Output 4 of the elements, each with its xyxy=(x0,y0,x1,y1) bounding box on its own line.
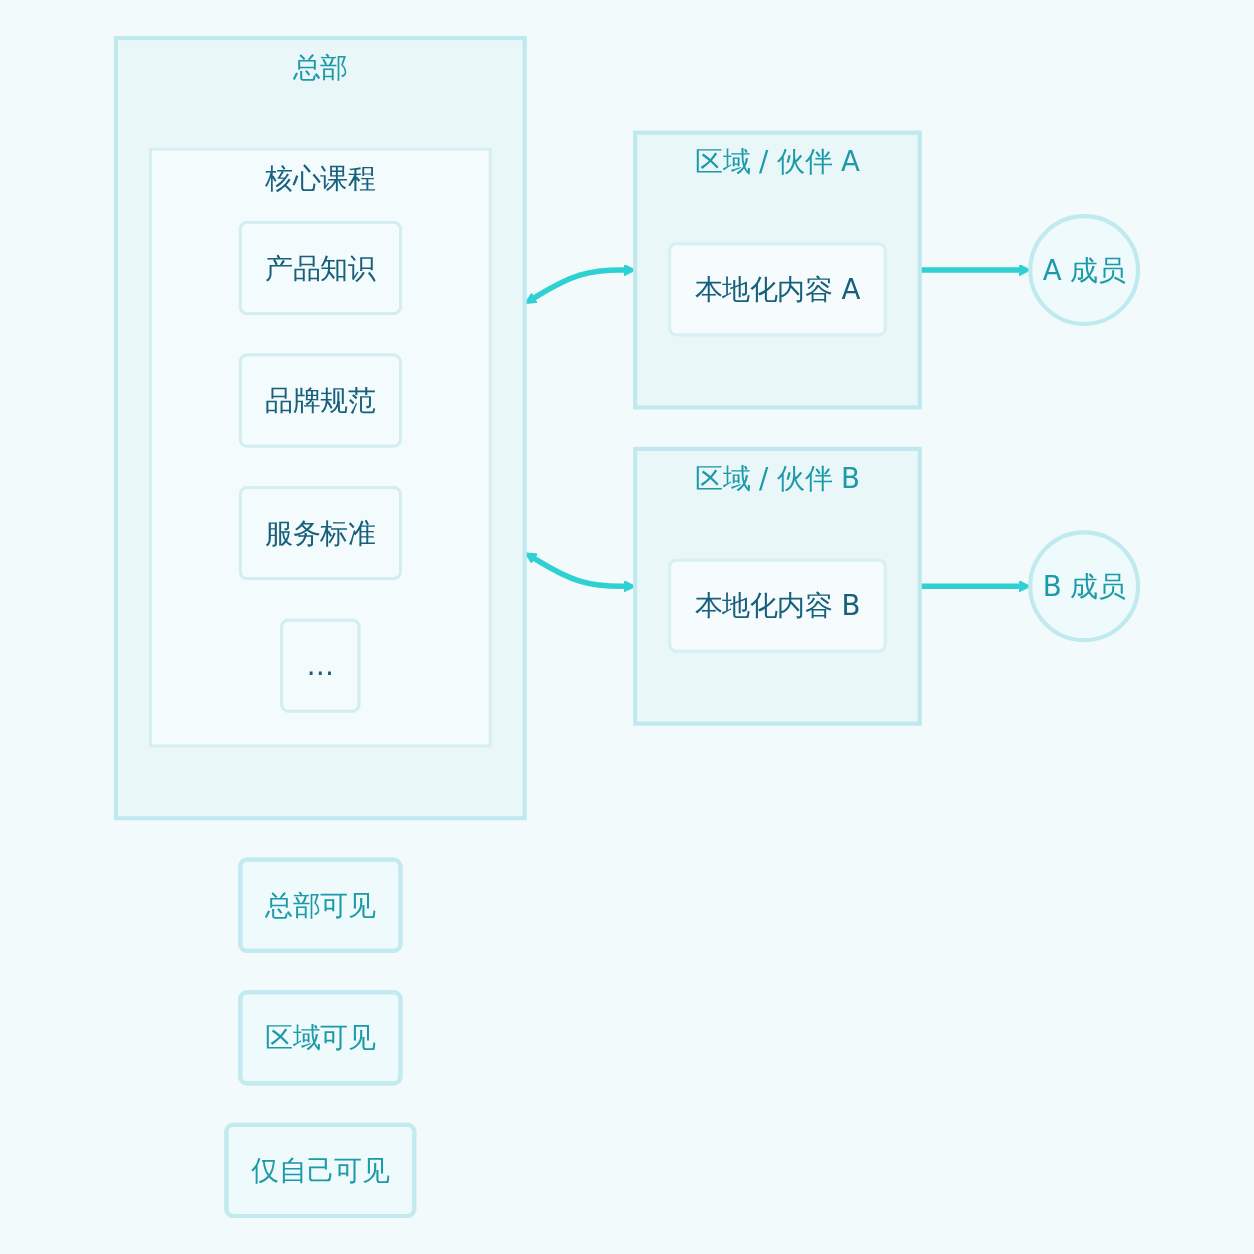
arrow xyxy=(919,263,1031,277)
node-circle: B 成员 xyxy=(1028,530,1141,643)
arrow xyxy=(919,580,1031,593)
node-circle: A 成员 xyxy=(1028,214,1141,326)
